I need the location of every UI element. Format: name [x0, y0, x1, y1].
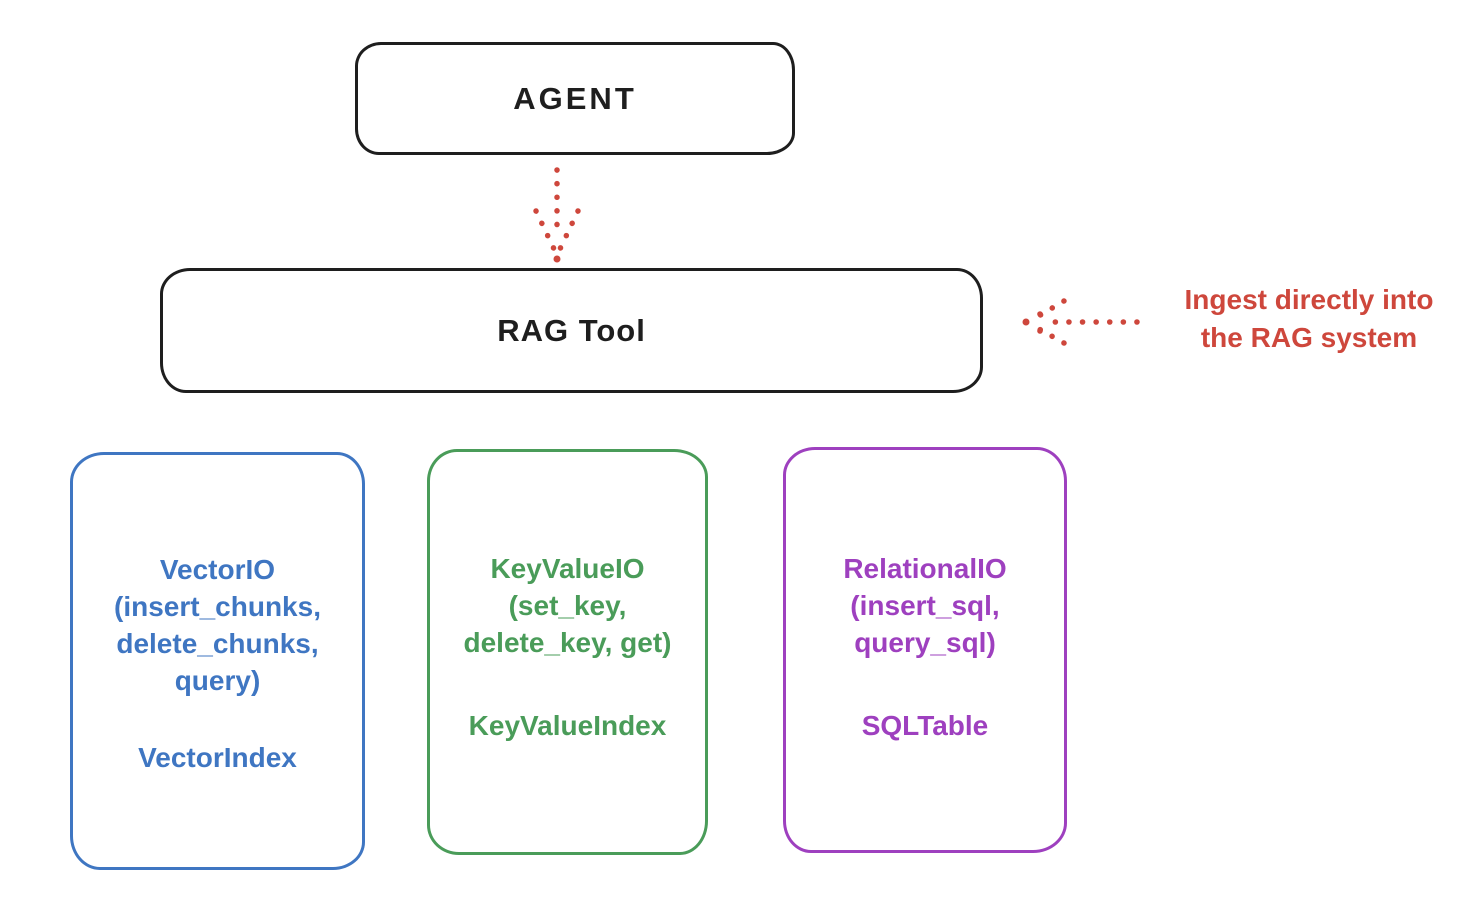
- agent-label: AGENT: [513, 80, 637, 116]
- ingest-annotation: Ingest directly into the RAG system: [1184, 284, 1434, 353]
- relational-io-title: RelationalIO: [843, 553, 1007, 584]
- vector-io-box: VectorIO (insert_chunks, delete_chunks, …: [70, 452, 365, 870]
- relational-io-box: RelationalIO (insert_sql, query_sql) SQL…: [783, 447, 1067, 853]
- rag-tool-box: RAG Tool: [160, 268, 983, 393]
- agent-to-rag-arrow: [533, 167, 581, 263]
- keyvalue-io-title: KeyValueIO: [490, 553, 645, 584]
- vector-io-title: VectorIO: [159, 554, 276, 585]
- keyvalue-io-methods: (set_key, delete_key, get): [463, 590, 672, 658]
- agent-box: AGENT: [355, 42, 795, 155]
- ingest-annotation-arrow: [1022, 298, 1140, 346]
- keyvalue-io-box: KeyValueIO (set_key, delete_key, get) Ke…: [427, 449, 708, 855]
- keyvalue-io-content: KeyValueIO (set_key, delete_key, get) Ke…: [430, 452, 705, 744]
- vector-index-label: VectorIndex: [138, 742, 297, 773]
- rag-tool-label: RAG Tool: [497, 312, 646, 348]
- relational-io-content: RelationalIO (insert_sql, query_sql) SQL…: [786, 450, 1064, 744]
- relational-io-methods: (insert_sql, query_sql): [850, 590, 1000, 658]
- sql-table-label: SQLTable: [861, 710, 989, 741]
- keyvalue-index-label: KeyValueIndex: [468, 710, 667, 741]
- vector-io-content: VectorIO (insert_chunks, delete_chunks, …: [73, 455, 362, 776]
- vector-io-methods: (insert_chunks, delete_chunks, query): [114, 591, 321, 696]
